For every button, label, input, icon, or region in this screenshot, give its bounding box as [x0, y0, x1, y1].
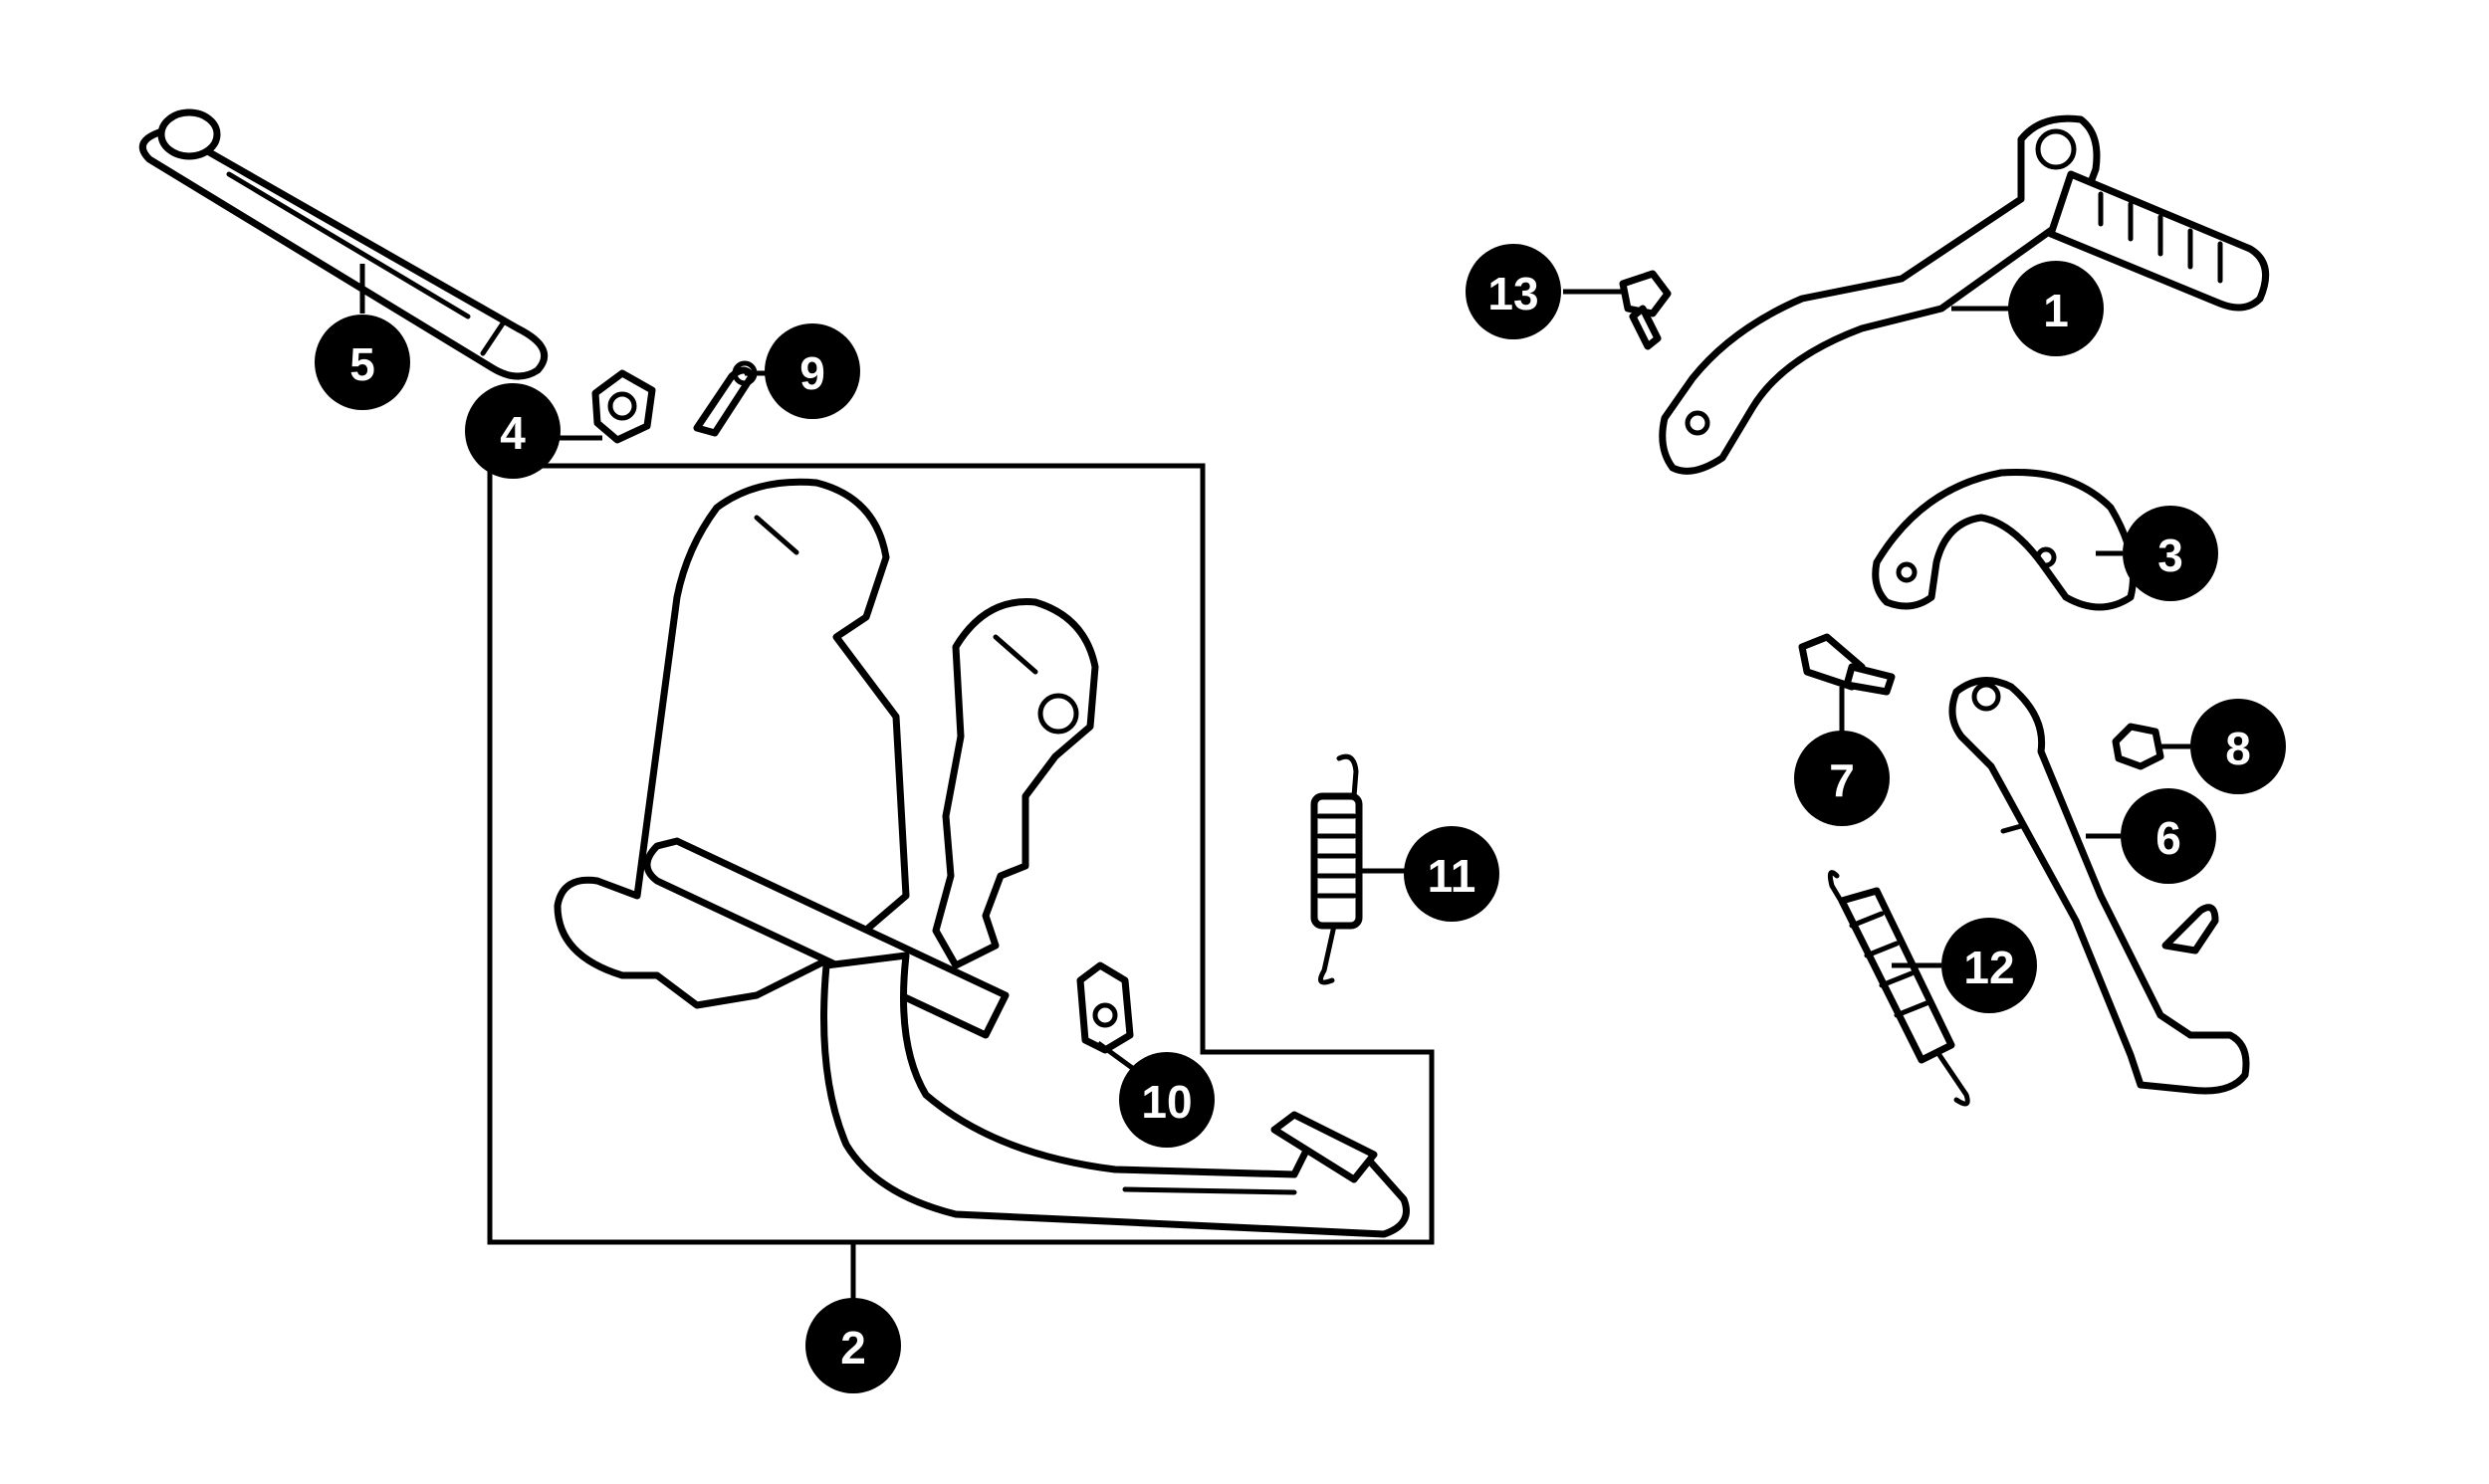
callout-3-label: 3 — [2157, 530, 2183, 581]
callout-12: 12 — [1941, 918, 2037, 1013]
callout-7-label: 7 — [1829, 754, 1855, 806]
callout-3: 3 — [2123, 506, 2218, 601]
callout-10: 10 — [1119, 1052, 1215, 1148]
callout-6-label: 6 — [2155, 812, 2181, 864]
callout-11: 11 — [1404, 826, 1499, 922]
part-5-shaft — [138, 108, 549, 380]
part-3-plate — [1872, 468, 2137, 611]
callout-9: 9 — [765, 323, 860, 419]
leader-lines — [359, 264, 2190, 1299]
callout-6: 6 — [2121, 788, 2216, 884]
callout-11-label: 11 — [1428, 850, 1476, 902]
callout-4-label: 4 — [500, 407, 526, 459]
leader-10 — [1096, 1040, 1137, 1073]
callout-5: 5 — [315, 315, 410, 410]
center-stand-group-frame — [487, 463, 1435, 1245]
callout-7: 7 — [1794, 731, 1890, 826]
callout-12-label: 12 — [1963, 942, 2014, 993]
callout-1-label: 1 — [2043, 285, 2069, 336]
part-13-bolt — [1619, 270, 1672, 350]
part-4-nut — [591, 369, 656, 444]
callout-2-label: 2 — [840, 1322, 866, 1374]
part-8-nut — [2112, 723, 2164, 770]
callout-1: 1 — [2008, 261, 2104, 356]
callout-9-label: 9 — [799, 347, 825, 399]
part-10-clip — [1076, 961, 1134, 1054]
part-1-kick-lever — [1659, 114, 2270, 475]
part-7-bolt — [1798, 633, 1896, 696]
callout-8-label: 8 — [2225, 723, 2251, 774]
callout-13: 13 — [1466, 244, 1561, 339]
part-6-side-stand — [1948, 677, 2250, 1095]
part-12-spring — [1827, 870, 1970, 1107]
callout-13-label: 13 — [1487, 268, 1538, 319]
callout-8: 8 — [2190, 699, 2286, 794]
callout-10-label: 10 — [1141, 1076, 1192, 1128]
callout-5-label: 5 — [349, 338, 375, 390]
part-11-spring — [1310, 753, 1363, 985]
callout-2: 2 — [805, 1298, 901, 1393]
callout-4: 4 — [465, 383, 561, 479]
part-2-center-stand — [554, 478, 1410, 1238]
